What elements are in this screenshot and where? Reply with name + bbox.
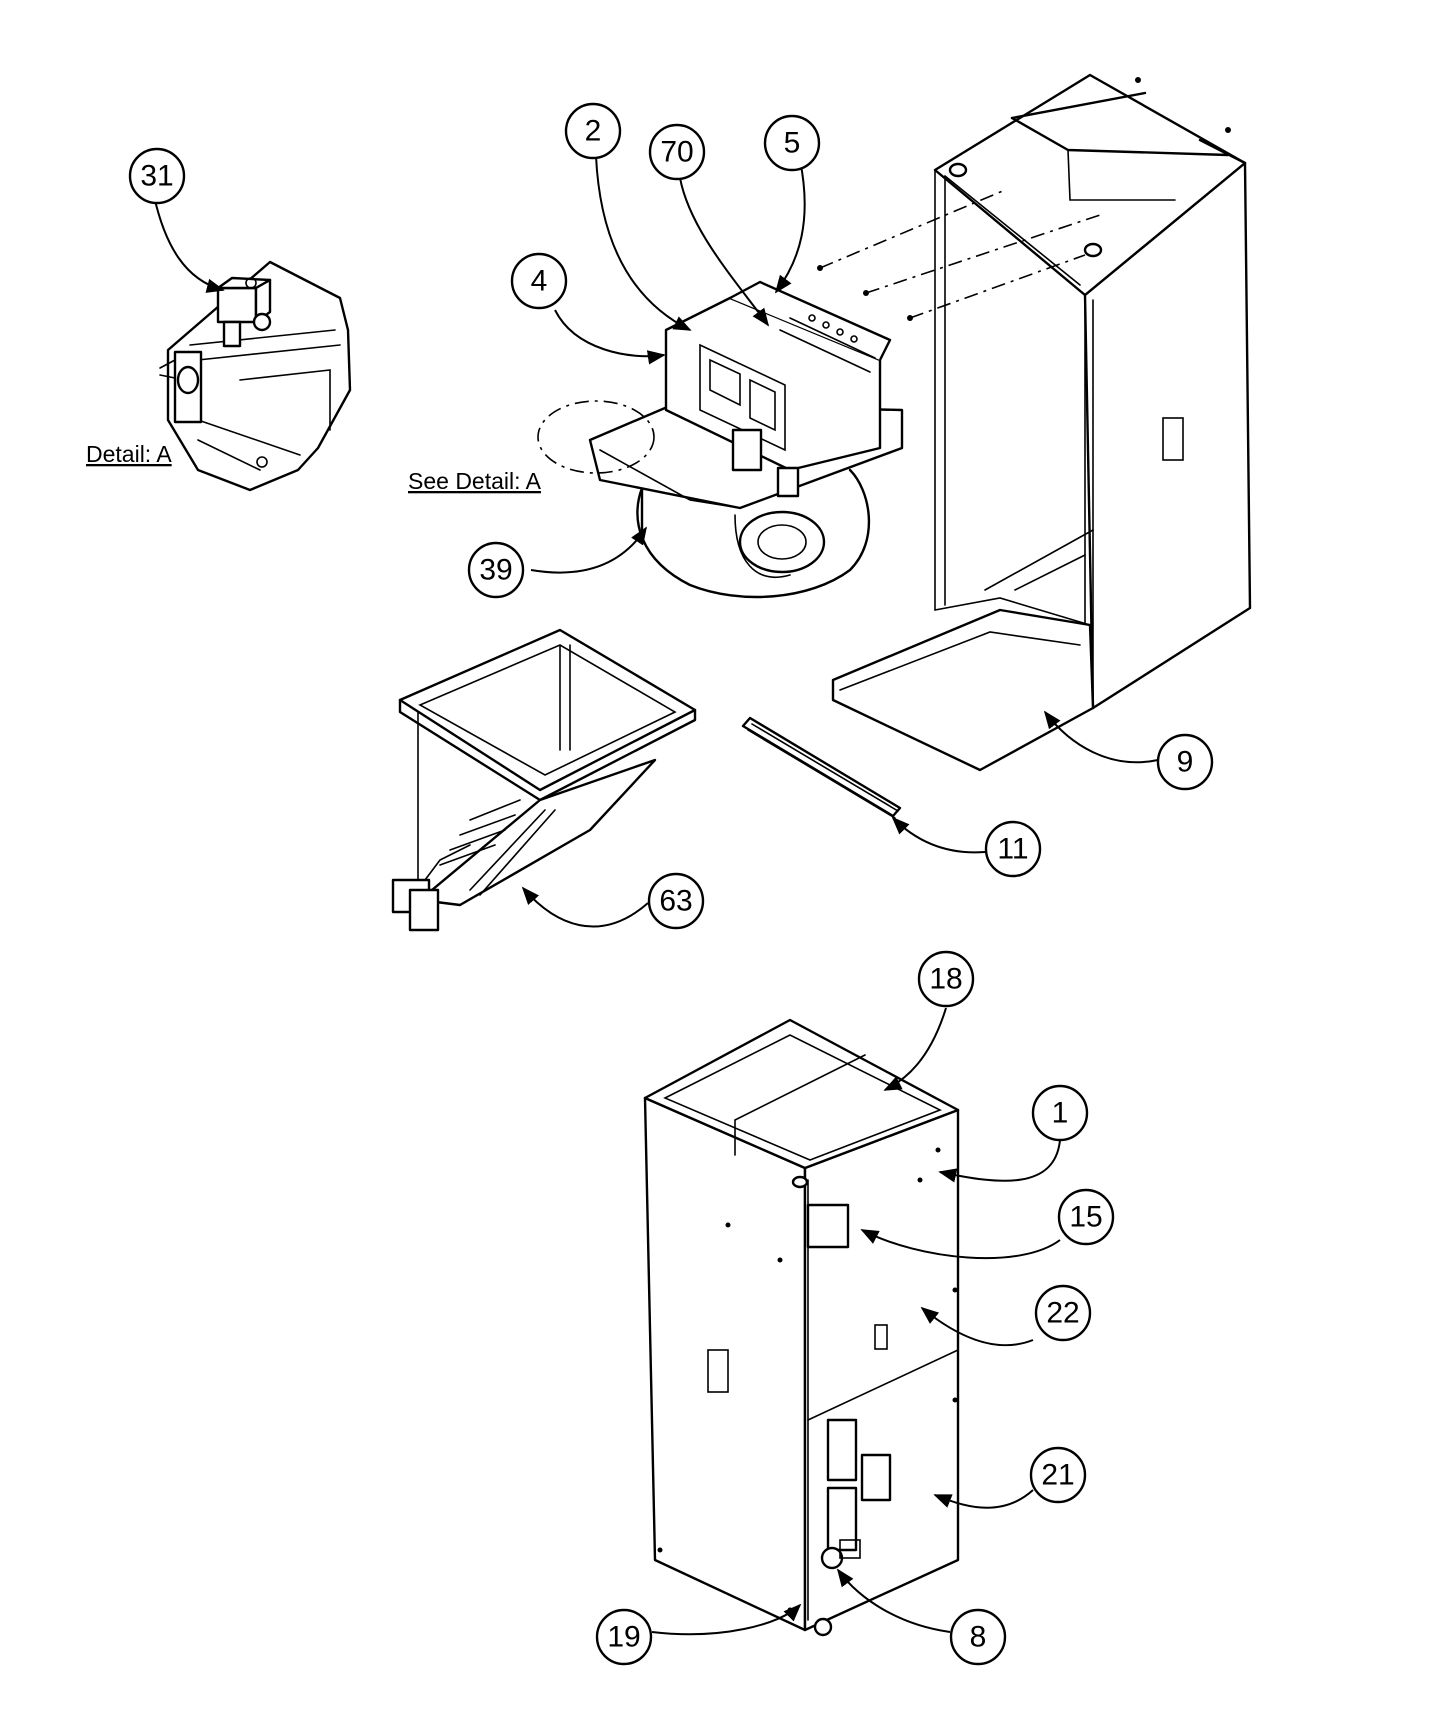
svg-text:21: 21 bbox=[1041, 1459, 1074, 1492]
svg-text:4: 4 bbox=[531, 265, 548, 298]
svg-text:63: 63 bbox=[659, 885, 692, 918]
svg-text:15: 15 bbox=[1069, 1201, 1102, 1234]
svg-text:11: 11 bbox=[997, 833, 1028, 866]
callout-4: 4 bbox=[510, 252, 568, 310]
callout-11: 11 bbox=[984, 820, 1042, 878]
callout-2: 2 bbox=[564, 102, 622, 160]
callout-8: 8 bbox=[949, 1608, 1007, 1666]
svg-text:5: 5 bbox=[784, 127, 801, 160]
blower-assembly-illustration bbox=[537, 280, 904, 599]
callout-39: 39 bbox=[467, 541, 525, 599]
svg-text:8: 8 bbox=[970, 1621, 987, 1654]
callout-21: 21 bbox=[1029, 1446, 1087, 1504]
svg-text:70: 70 bbox=[660, 136, 693, 169]
callout-70: 70 bbox=[648, 123, 706, 181]
callout-22: 22 bbox=[1034, 1284, 1092, 1342]
svg-text:39: 39 bbox=[479, 554, 512, 587]
assembled-cabinet-illustration bbox=[643, 1018, 960, 1637]
rail-illustration bbox=[741, 716, 902, 819]
detail-a-caption: Detail: A bbox=[86, 441, 172, 467]
svg-text:18: 18 bbox=[929, 963, 962, 996]
svg-text:31: 31 bbox=[140, 160, 173, 193]
see-detail-a-caption: See Detail: A bbox=[408, 468, 542, 494]
detail-a-illustration bbox=[159, 260, 352, 492]
callout-9: 9 bbox=[1156, 733, 1214, 791]
svg-text:2: 2 bbox=[585, 115, 602, 148]
svg-text:19: 19 bbox=[607, 1621, 640, 1654]
upper-cabinet-illustration bbox=[817, 73, 1252, 772]
svg-text:1: 1 bbox=[1052, 1097, 1069, 1130]
svg-text:22: 22 bbox=[1046, 1297, 1079, 1330]
callout-18: 18 bbox=[917, 950, 975, 1008]
coil-assembly-illustration bbox=[391, 628, 697, 932]
callout-31: 31 bbox=[128, 147, 186, 205]
svg-text:9: 9 bbox=[1177, 746, 1194, 779]
callout-1: 1 bbox=[1031, 1084, 1089, 1142]
callout-5: 5 bbox=[763, 114, 821, 172]
callout-15: 15 bbox=[1057, 1188, 1115, 1246]
callout-63: 63 bbox=[647, 872, 705, 930]
callout-19: 19 bbox=[595, 1608, 653, 1666]
